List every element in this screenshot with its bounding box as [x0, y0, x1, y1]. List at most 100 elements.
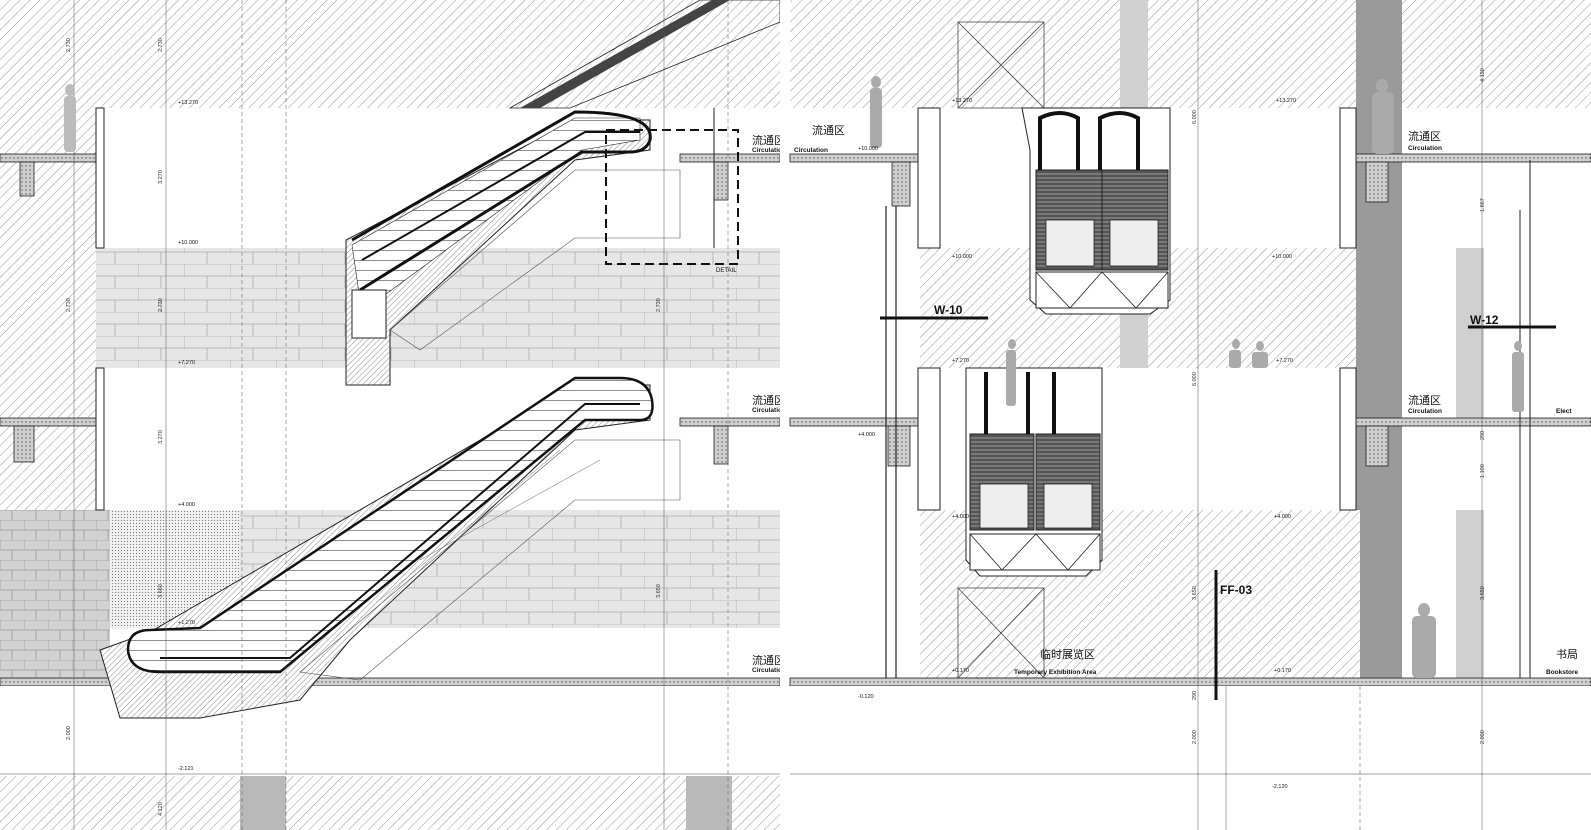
- side-wall: [917, 107, 941, 249]
- level-marker: +0.170: [952, 668, 969, 674]
- zone-label-cn: 流通区: [752, 653, 785, 667]
- level-marker: +7.270: [178, 360, 195, 366]
- side-wall: [1339, 367, 1357, 511]
- zone-label-en: Bookstore: [1546, 669, 1579, 676]
- zone-label-cn: 流通区: [1408, 129, 1441, 143]
- panel-gap: [780, 0, 790, 830]
- level-marker: +10.000: [858, 146, 878, 152]
- right-zone-labels: 流通区 Circulation 流通区 Circulation 流通区 Circ…: [794, 123, 1579, 676]
- dimension-text: 3.650: [1480, 586, 1486, 600]
- zone-label-en: Circulation: [1408, 408, 1442, 415]
- side-wall: [95, 367, 105, 511]
- stone-wall: [0, 510, 110, 678]
- escalator-truss-foot: [351, 289, 387, 339]
- zone-label-en: Circulation: [752, 667, 786, 674]
- dimension-text: 6.000: [1192, 110, 1198, 124]
- right-section-panel: W-10 W-12 FF-03 流通区 Circulation 流通区 Circ…: [789, 0, 1591, 830]
- dimension-text: 1.100: [1480, 464, 1486, 478]
- zone-label-en: Temporary Exhibition Area: [1014, 669, 1097, 676]
- side-wall: [95, 107, 105, 249]
- level-marker: +4.000: [178, 502, 195, 508]
- sub-basement-hatch: [790, 776, 1591, 830]
- side-wall: [1339, 107, 1357, 249]
- right-open-area: [1402, 424, 1591, 510]
- level-marker: +7.270: [952, 358, 969, 364]
- left-section-panel: 流通区 Circulation 流通区 Circulation 流通区 Circ…: [0, 0, 786, 830]
- slab-level-10: [789, 153, 921, 163]
- section-tag: FF-03: [1220, 583, 1252, 597]
- left-zone-labels: 流通区 Circulation 流通区 Circulation 流通区 Circ…: [716, 133, 786, 674]
- zone-label-cn: 书局: [1556, 648, 1578, 661]
- level-marker: +13.270: [1276, 98, 1296, 104]
- sub-basement-hatch: [0, 776, 780, 830]
- dimension-text: 3.270: [158, 170, 164, 184]
- beam: [713, 425, 729, 465]
- zone-label-en: Circulation: [1408, 145, 1442, 152]
- dimension-text: 290: [1192, 691, 1198, 700]
- beam: [1365, 161, 1389, 203]
- zone-label-cn: 流通区: [1408, 393, 1441, 407]
- slab-level-4-right: [1351, 417, 1591, 427]
- dimension-text: 2.730: [656, 298, 662, 312]
- dimension-text: 2.730: [66, 298, 72, 312]
- slab-level-10-right: [1351, 153, 1591, 163]
- dimension-text: 3.270: [158, 430, 164, 444]
- dimension-text: 2.730: [66, 38, 72, 52]
- dimension-text: 2.000: [66, 726, 72, 740]
- slab-level-4-right: [679, 417, 781, 427]
- zone-label-en: Circulation: [752, 407, 786, 414]
- right-level-markers: +13.270 +13.270 +10.000 +10.000 +10.000 …: [858, 98, 1296, 790]
- dimension-text: 2.000: [1480, 730, 1486, 744]
- zone-label-cn: 流通区: [752, 133, 785, 147]
- right-hatch-zone: [1402, 0, 1591, 108]
- beam: [1365, 425, 1389, 467]
- right-dimension-texts: 4.130 6.000 1.867 6.000 3.650 3.650 2.00…: [1192, 68, 1486, 744]
- escalator-lower-flight: [99, 376, 681, 719]
- beam: [19, 161, 35, 197]
- dimension-text: 3.650: [158, 584, 164, 598]
- column-base: [686, 776, 732, 830]
- dimension-text: 1.867: [1480, 198, 1486, 212]
- level-marker: +4.000: [952, 514, 969, 520]
- level-marker: +1.270: [178, 620, 195, 626]
- slab-level-10: [0, 153, 101, 163]
- level-marker: +0.170: [1274, 668, 1291, 674]
- level-marker: -2.120: [1272, 784, 1288, 790]
- level-marker: +10.000: [952, 254, 972, 260]
- zone-label-cn: 流通区: [812, 123, 845, 137]
- dimension-text: 2.730: [158, 38, 164, 52]
- detail-callout-box: [605, 129, 739, 265]
- right-open-area: [1402, 160, 1591, 248]
- zone-label-cn: 流通区: [752, 393, 785, 407]
- beam: [13, 425, 35, 463]
- right-gridlines: [1197, 0, 1483, 830]
- escalator-middle-flight: [345, 110, 681, 386]
- beam: [713, 161, 729, 201]
- slab-ground: [789, 677, 1591, 687]
- level-marker: +13.270: [178, 100, 198, 106]
- dimension-text: 3.650: [1192, 586, 1198, 600]
- slab-level-4: [0, 417, 101, 427]
- left-level-markers: +13.270 +10.000 +7.270 +4.000 +1.270 -2.…: [178, 100, 198, 772]
- section-tag: W-12: [1470, 313, 1499, 327]
- partial-label: Elect: [1556, 408, 1572, 415]
- dimension-text: 3.650: [656, 584, 662, 598]
- level-marker: +13.270: [952, 98, 972, 104]
- zone-label-en: Circulation: [794, 147, 828, 154]
- column-base: [240, 776, 286, 830]
- section-tags: W-10 W-12 FF-03: [880, 303, 1556, 700]
- beam: [887, 425, 911, 467]
- detail-label: DETAIL: [716, 268, 737, 274]
- level-marker: +10.000: [1272, 254, 1292, 260]
- zone-label-en: Circulation: [752, 147, 786, 154]
- level-marker: +7.270: [1276, 358, 1293, 364]
- slab-level-10-right: [679, 153, 781, 163]
- dimension-text: 4.130: [1480, 68, 1486, 82]
- slab-level-4: [789, 417, 921, 427]
- human-figure-silhouette: [64, 84, 76, 152]
- escalator-front-view-upper: [1021, 107, 1171, 315]
- dimension-text: 2.730: [158, 298, 164, 312]
- dimension-text: 4.120: [158, 802, 164, 816]
- level-marker: +4.000: [858, 432, 875, 438]
- right-open-area: [1484, 510, 1591, 678]
